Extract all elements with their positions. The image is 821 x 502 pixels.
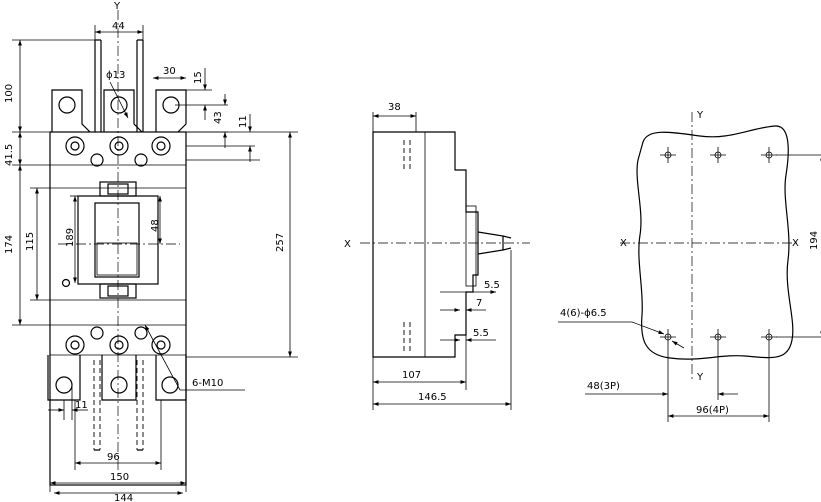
handle-frame [94, 202, 140, 278]
dim-phi13-leader [109, 81, 129, 119]
terminal-hole [55, 376, 73, 394]
dim-48-3p: 48(3P) [587, 381, 620, 392]
dim-96-4p: 96(4P) [696, 405, 729, 416]
bottom-terminal-plate-center [101, 355, 137, 401]
terminal-hole [161, 376, 179, 394]
top-busbar-right [136, 39, 144, 132]
screw-center [70, 141, 80, 151]
side-handle-tip [502, 247, 512, 251]
bottom-terminal-plate-right [155, 355, 187, 401]
dim-115: 115 [25, 232, 36, 251]
panel-cutout-view: Y Y X X 4(6)-ϕ6.5 194 48(3P) 96(4P) [558, 110, 821, 422]
dim-holes: 4(6)-ϕ6.5 [560, 308, 607, 319]
dim-11-top: 11 [238, 115, 249, 128]
mount-hole-bottom-right [761, 329, 777, 345]
dim-189: 189 [65, 228, 76, 247]
bottom-busbar-left [93, 360, 101, 450]
side-handle-tip [502, 235, 512, 239]
screw-center [156, 141, 166, 151]
bottom-busbar-right [136, 360, 144, 450]
panel-y-label-top: Y [696, 110, 704, 121]
mount-hole-bottom-left [660, 329, 676, 345]
dim-146-5: 146.5 [418, 392, 447, 403]
breaker-body-outline [49, 131, 187, 486]
screw-head [151, 335, 171, 355]
mount-hole [61, 278, 71, 288]
handle-top-catch [99, 181, 137, 197]
mount-hole-top-left [660, 147, 676, 163]
dim-100: 100 [4, 84, 15, 103]
mount-hole-bottom-center [710, 329, 726, 345]
dim-5-5-top: 5.5 [484, 280, 500, 291]
side-hidden-bot [403, 322, 411, 352]
dim-144: 144 [114, 493, 133, 502]
screw-head [65, 136, 85, 156]
screw-small [134, 153, 148, 167]
screw-head [151, 136, 171, 156]
handle-top-catch-inner [107, 183, 129, 195]
panel-outline [636, 125, 794, 360]
handle-lever [96, 242, 138, 276]
screw-center [156, 340, 166, 350]
dim-7: 7 [476, 298, 482, 309]
dim-6-m10-leader [144, 324, 181, 391]
terminal-hole [58, 96, 76, 114]
dim-6-m10: 6-M10 [192, 378, 223, 389]
dim-150: 150 [110, 472, 129, 483]
side-hidden-top [403, 140, 411, 170]
dim-43: 43 [213, 111, 224, 124]
side-body-outline [372, 131, 479, 358]
dim-96: 96 [107, 452, 120, 463]
dim-44: 44 [112, 21, 125, 32]
screw-head [109, 136, 129, 156]
side-handle [477, 231, 504, 255]
screw-head [109, 335, 129, 355]
side-handle-base [465, 205, 477, 287]
screw-small [90, 326, 104, 340]
top-busbar-left [94, 39, 102, 132]
side-view: X 38 5.5 7 5.5 107 146.5 [344, 102, 530, 410]
dim-41-5: 41.5 [4, 144, 15, 166]
top-terminal-plate-center [103, 89, 143, 133]
dim-30: 30 [163, 66, 176, 77]
top-terminal-plate-left [51, 89, 91, 133]
dim-174: 174 [4, 235, 15, 254]
mount-hole-top-right [761, 147, 777, 163]
terminal-hole [110, 96, 128, 114]
panel-x-label-right: X [792, 238, 799, 249]
screw-head [65, 335, 85, 355]
screw-small [134, 326, 148, 340]
dim-48: 48 [150, 219, 161, 232]
mount-hole-top-center [710, 147, 726, 163]
dim-38: 38 [388, 102, 401, 113]
terminal-hole [110, 376, 128, 394]
side-x-label: X [344, 239, 351, 250]
front-view: Y [4, 1, 298, 502]
panel-x-label-left: X [620, 238, 627, 249]
dim-phi13: ϕ13 [106, 70, 125, 81]
screw-center [70, 340, 80, 350]
front-y-label: Y [113, 1, 121, 12]
screw-center [114, 141, 124, 151]
top-terminal-plate-right [155, 89, 187, 133]
panel-y-label-bottom: Y [696, 372, 704, 383]
dim-15: 15 [193, 71, 204, 84]
dim-5-5-bot: 5.5 [473, 328, 489, 339]
screw-small [90, 153, 104, 167]
handle-bottom-catch-inner [107, 285, 129, 297]
handle-bottom-catch [99, 283, 137, 299]
dim-11-bot: 11 [75, 400, 88, 411]
dim-holes-leader [631, 321, 665, 335]
dim-194: 194 [809, 231, 820, 250]
screw-center [114, 340, 124, 350]
dim-257: 257 [275, 233, 286, 252]
dim-107: 107 [402, 370, 421, 381]
